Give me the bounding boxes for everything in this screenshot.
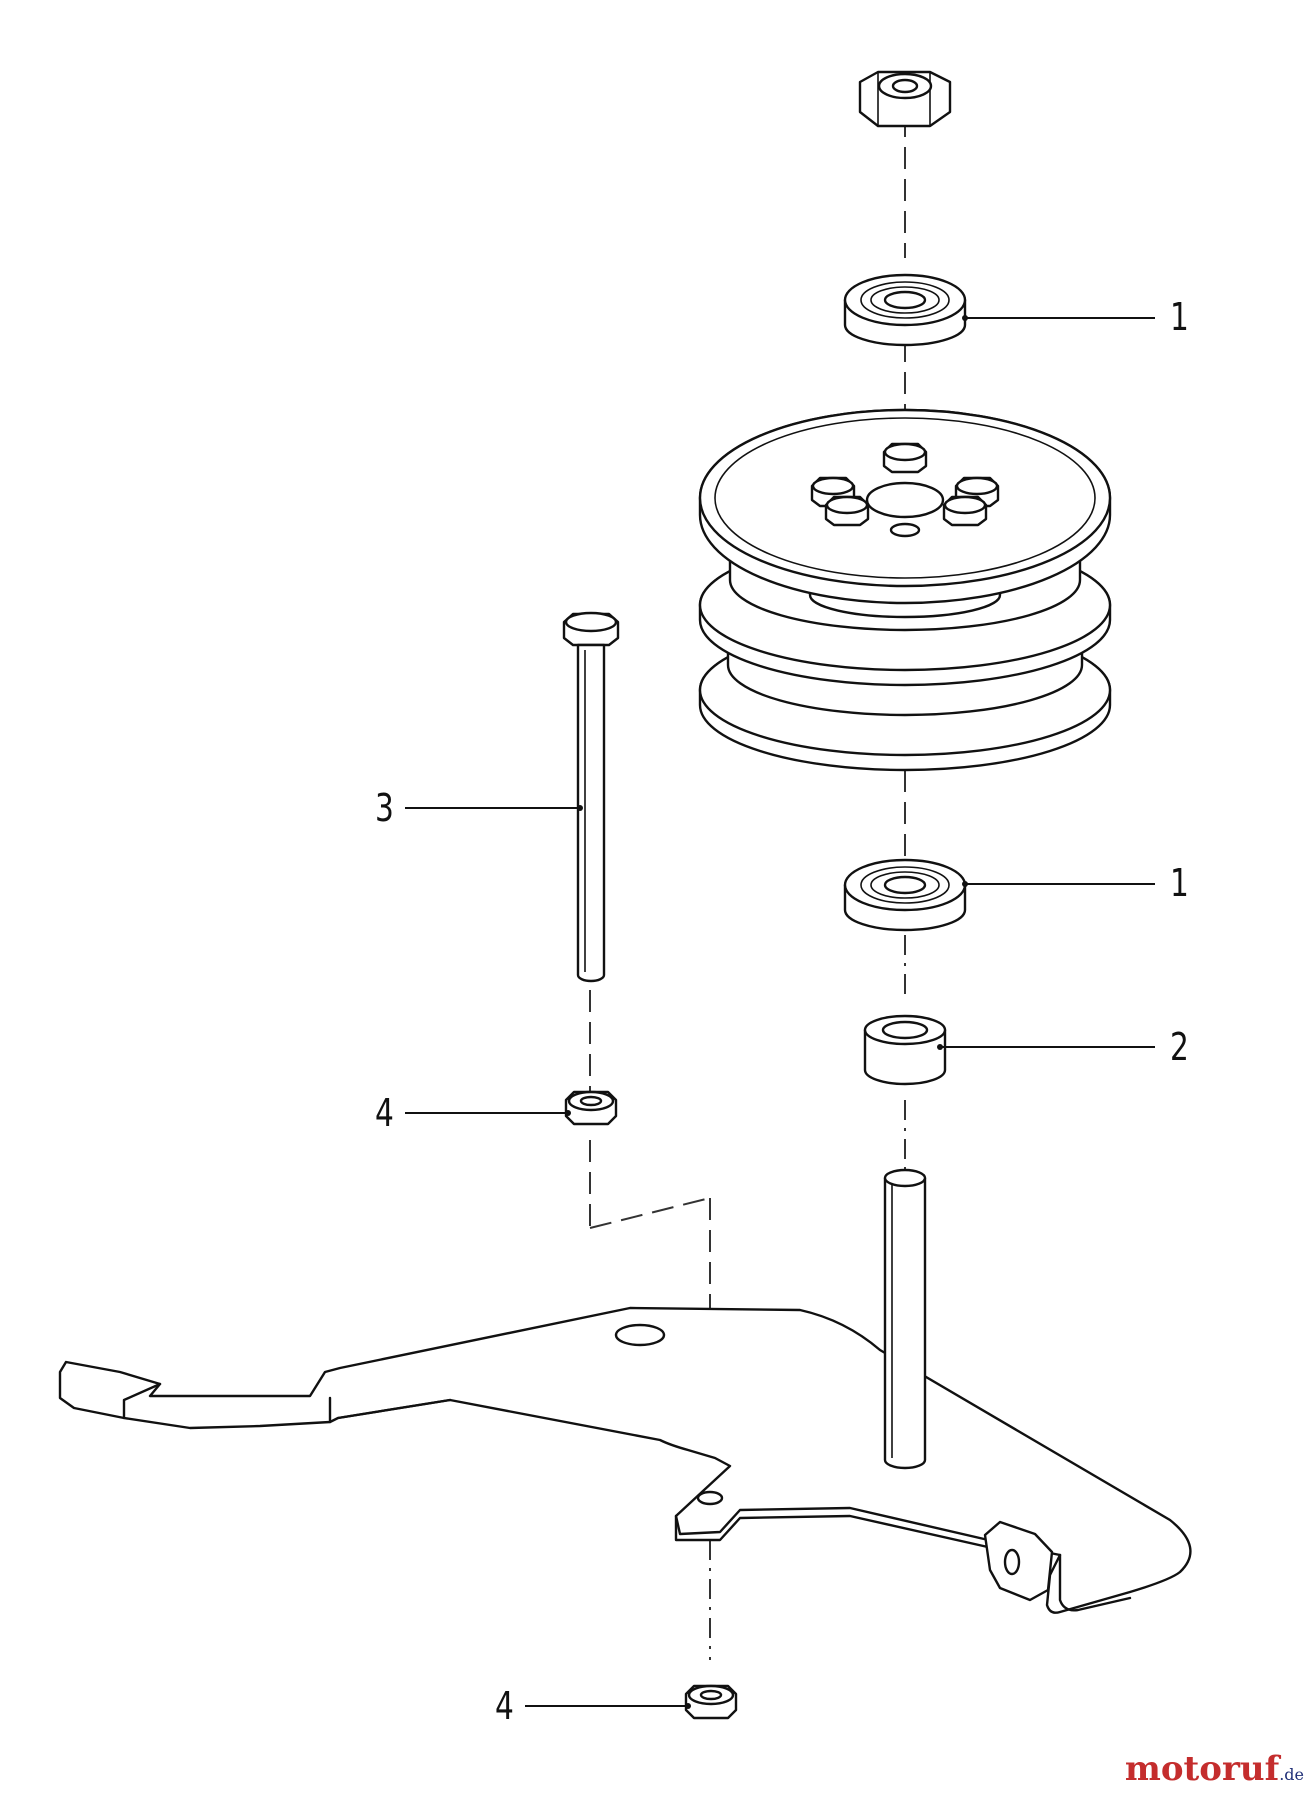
top-bearing	[843, 273, 967, 347]
callout-label-4-bottom: 4	[495, 1684, 514, 1728]
watermark-logo: motoruf.de	[1125, 1752, 1304, 1786]
middle-hex-nut	[564, 1090, 618, 1126]
callout-leaders	[405, 315, 1155, 1709]
callout-label-3: 3	[375, 786, 394, 830]
callout-label-1-top: 1	[1170, 295, 1189, 339]
bottom-bearing	[843, 858, 967, 932]
tension-bracket	[58, 1306, 1192, 1614]
callout-label-2: 2	[1170, 1025, 1189, 1069]
pulley-axle	[883, 1168, 927, 1470]
watermark-text: motoruf	[1124, 1749, 1280, 1789]
top-hex-nut	[858, 70, 952, 128]
callout-label-4-middle: 4	[375, 1091, 394, 1135]
callout-label-1-bottom: 1	[1170, 861, 1189, 905]
bottom-hex-nut	[684, 1684, 738, 1720]
double-v-pulley	[698, 408, 1112, 772]
spacer-sleeve	[863, 1014, 947, 1086]
long-bolt	[562, 611, 620, 983]
watermark-suffix: .de	[1279, 1765, 1304, 1784]
